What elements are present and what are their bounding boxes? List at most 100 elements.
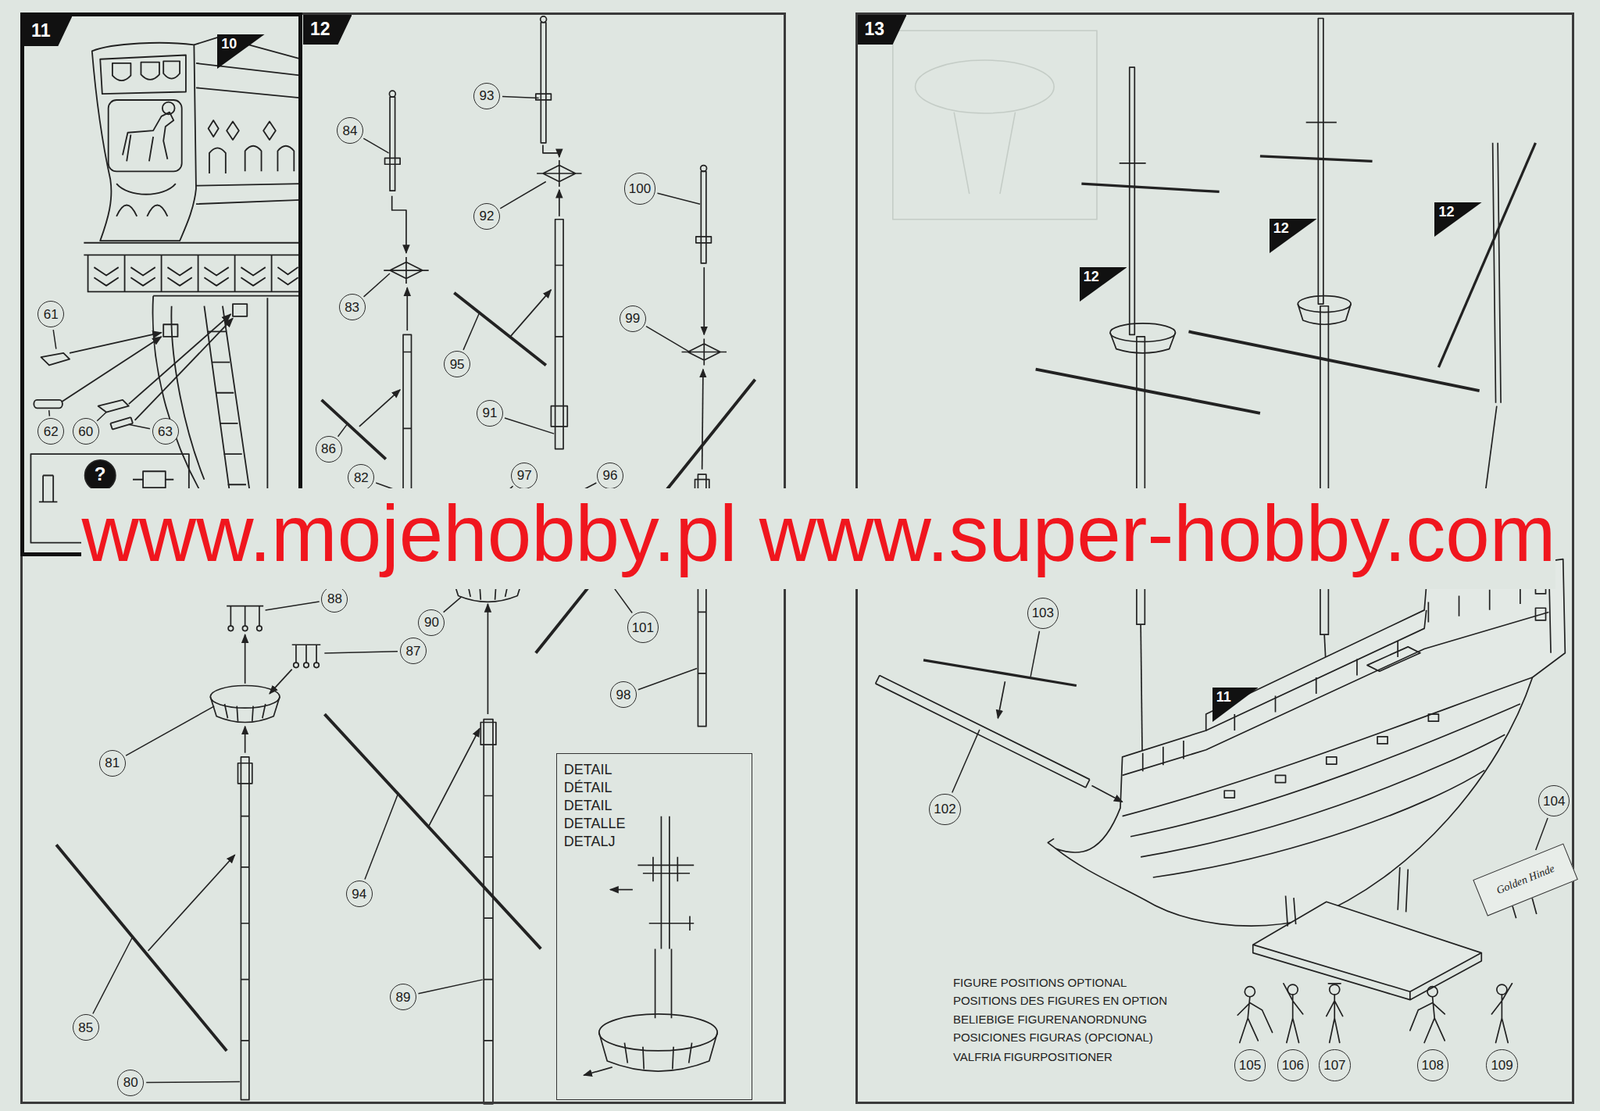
- part-number: 90: [424, 615, 440, 629]
- mast-parts: [428, 728, 480, 826]
- stern-drawing: [30, 36, 301, 543]
- label-holder: ?: [94, 464, 107, 484]
- part-number: 93: [479, 89, 495, 103]
- leader-line: [146, 1081, 240, 1083]
- mast-parts: [240, 816, 249, 1041]
- part-number: 105: [1239, 1058, 1261, 1072]
- step-reference-marker: 12: [1269, 218, 1318, 254]
- mast-parts: [257, 625, 263, 632]
- mast-parts: [487, 603, 490, 715]
- crew-figures: [1237, 986, 1272, 1043]
- mast-parts: [244, 726, 247, 754]
- mast-parts: [649, 916, 694, 931]
- mast-parts: [403, 351, 411, 429]
- ship-drawing: [923, 660, 1077, 686]
- leader-line: [417, 979, 483, 994]
- stern-drawing: [203, 306, 254, 516]
- callout-number: 97: [510, 462, 538, 490]
- reference-marker-shape: [1212, 687, 1259, 722]
- leader-line: [92, 936, 133, 1014]
- ship-drawing: [1119, 162, 1147, 165]
- part-number: 87: [405, 644, 421, 658]
- mast-parts: [325, 714, 542, 949]
- mast-parts: [703, 267, 705, 335]
- stern-drawing: [92, 42, 197, 241]
- step-reference: 12: [1079, 267, 1100, 286]
- part-number: 92: [479, 209, 495, 223]
- ship-drawing: [1091, 785, 1122, 802]
- reference-marker-shape: [1434, 202, 1483, 237]
- ship-drawing: [1110, 323, 1176, 343]
- name-plaque: Golden Hinde: [1472, 842, 1579, 916]
- stern-drawing: [142, 471, 166, 488]
- ship-drawing: [1056, 559, 1566, 927]
- leader-line: [128, 424, 150, 429]
- stern-drawing: [122, 112, 174, 162]
- part-number: 108: [1421, 1058, 1444, 1072]
- ghost-print: [915, 60, 1055, 114]
- ghost-print: [953, 112, 1015, 194]
- ship-drawing: [1189, 331, 1480, 391]
- leader-line: [125, 706, 215, 756]
- crew-figures: [1244, 986, 1255, 997]
- mast-parts: [210, 696, 280, 723]
- ship-drawing: [1438, 142, 1536, 368]
- leader-line: [265, 601, 320, 611]
- callout-number: 62: [37, 417, 65, 445]
- mast-parts: [540, 22, 547, 143]
- crew-figures: [1329, 984, 1340, 995]
- part-number: 109: [1490, 1058, 1513, 1072]
- part-number: 106: [1282, 1058, 1304, 1072]
- part-number: 60: [78, 425, 93, 439]
- mast-parts: [555, 219, 564, 450]
- crew-figures: [1427, 986, 1438, 997]
- watermark: www.mojehobby.pl www.super-hobby.com: [81, 489, 1556, 579]
- mast-parts: [406, 287, 408, 331]
- stern-drawing: [85, 460, 116, 491]
- mast-parts: [599, 1014, 718, 1051]
- ghost-print: [892, 30, 1097, 220]
- crew-figures: [1326, 983, 1343, 1043]
- stern-drawing: [61, 336, 162, 403]
- callout-number: 90: [417, 609, 445, 636]
- stern-drawing: [40, 353, 70, 366]
- mast-parts: [392, 196, 407, 254]
- mast-parts: [700, 165, 708, 172]
- label-holder: BELIEBIGE FIGURENANORDNUNG: [953, 1012, 1147, 1027]
- mast-parts: [558, 189, 561, 217]
- callout-number: 96: [596, 462, 624, 490]
- callout-number: 102: [928, 793, 961, 825]
- leader-line: [324, 651, 398, 654]
- callout-number: 61: [37, 300, 65, 328]
- leader-line: [1535, 817, 1548, 850]
- callout-number: 83: [339, 293, 366, 321]
- reference-marker-shape: [1269, 218, 1318, 254]
- mast-parts: [238, 763, 253, 784]
- mast-parts: [210, 685, 280, 708]
- callout-number: 94: [346, 880, 373, 908]
- ship-drawing: [1130, 703, 1521, 837]
- leader-line: [657, 192, 700, 204]
- callout-number: 93: [473, 82, 500, 110]
- mast-parts: [453, 292, 547, 366]
- mast-parts: [226, 606, 264, 627]
- ship-drawing: [1206, 610, 1427, 731]
- mast-parts: [700, 171, 707, 264]
- mast-parts: [660, 816, 669, 950]
- ship-drawing: [1142, 583, 1521, 772]
- ship-drawing: [1224, 714, 1439, 798]
- stern-drawing: [69, 332, 162, 354]
- crew-figures: [1491, 983, 1512, 1043]
- leader-line: [48, 410, 50, 417]
- ship-drawing: [1317, 18, 1324, 305]
- leader-line: [952, 729, 980, 793]
- stern-drawing: [100, 55, 186, 95]
- ship-drawing: [1081, 183, 1219, 192]
- leader-line: [363, 138, 389, 154]
- stern-drawing: [108, 100, 183, 172]
- callout-number: 99: [619, 305, 647, 333]
- step-reference-marker: 10: [217, 34, 265, 69]
- callout-number: 105: [1234, 1049, 1266, 1081]
- crew-figures: [1283, 983, 1304, 1043]
